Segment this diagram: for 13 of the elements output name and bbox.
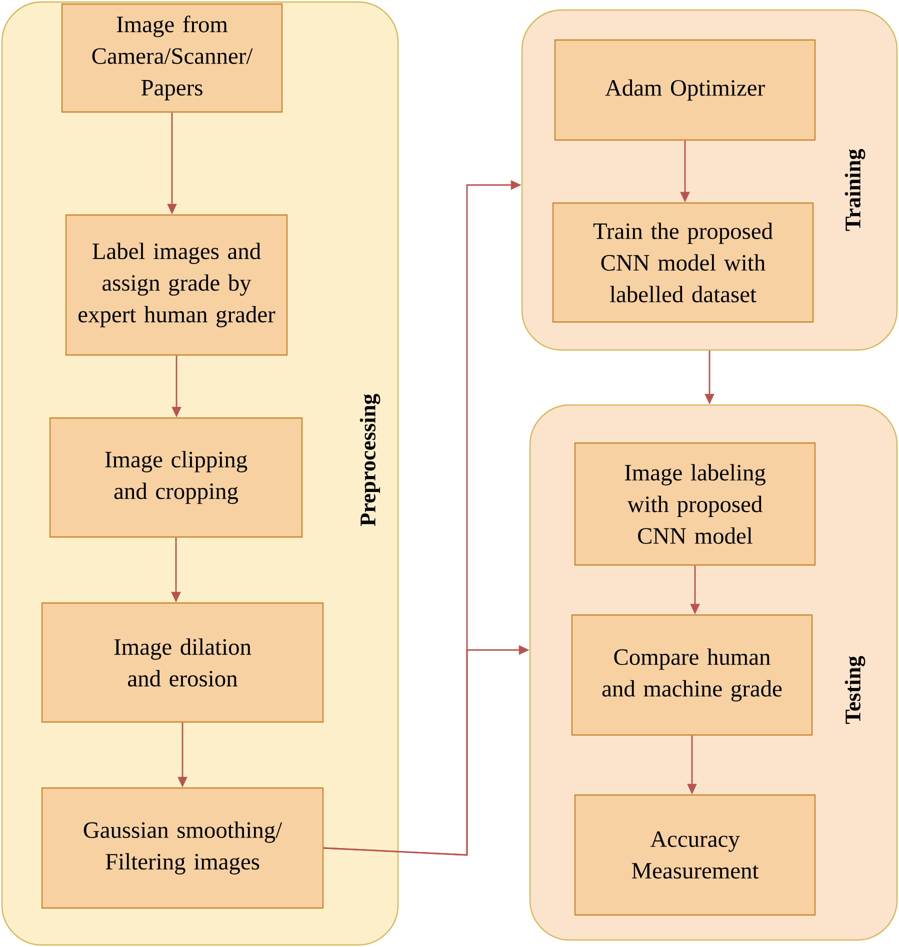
section-label: Testing — [844, 656, 866, 724]
process-box: Adam Optimizer — [554, 39, 816, 141]
process-box: Image from Camera/Scanner/ Papers — [61, 3, 283, 113]
process-box: Image labeling with proposed CNN model — [574, 442, 816, 566]
section-label: Preprocessing — [360, 394, 380, 526]
section-label: Training — [844, 148, 866, 231]
process-box: Gaussian smoothing/ Filtering images — [41, 787, 324, 909]
process-box: Train the proposed CNN model with labelled dataset — [552, 202, 814, 323]
process-box: Image dilation and erosion — [41, 602, 324, 723]
process-box: Accuracy Measurement — [574, 794, 816, 916]
process-box: Label images and assign grade by expert human grader — [65, 214, 288, 356]
process-box: Image clipping and cropping — [49, 417, 303, 538]
process-box: Compare human and machine grade — [571, 614, 813, 736]
